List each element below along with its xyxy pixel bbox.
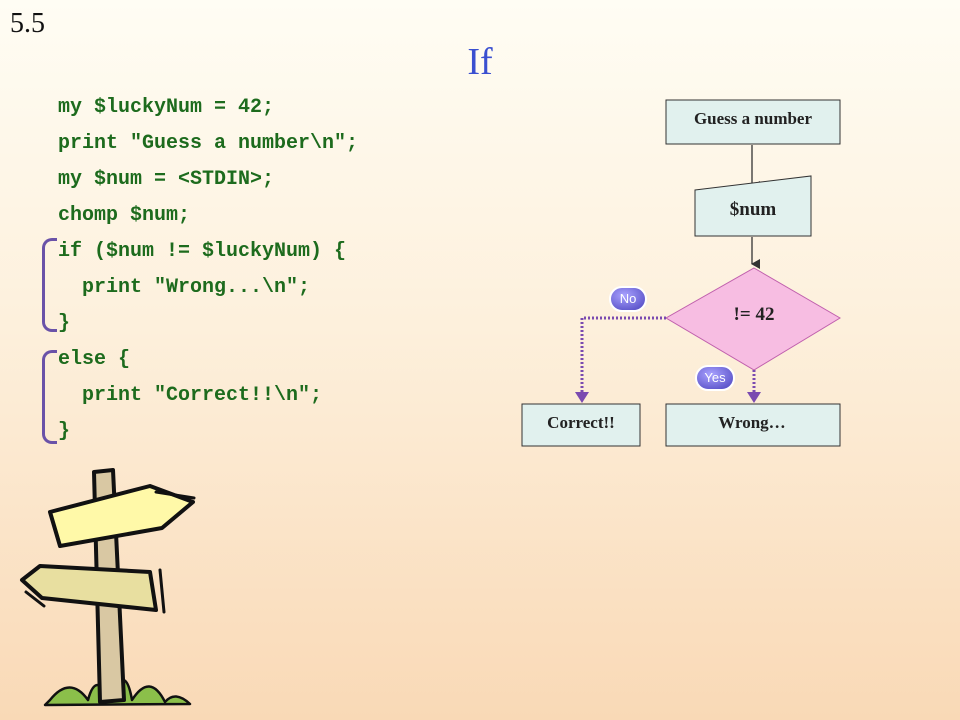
no-branch-arrow — [575, 316, 666, 403]
slide-title: If — [467, 41, 493, 83]
wrong-box-label: Wrong… — [718, 413, 785, 432]
yes-branch-arrow — [747, 370, 761, 403]
input-box: $num — [694, 175, 812, 237]
if-block-bracket — [42, 238, 57, 332]
code-line: chomp $num; — [58, 204, 191, 227]
code-line: if ($num != $luckyNum) { — [58, 240, 347, 263]
yes-badge: Yes — [695, 365, 735, 391]
wrong-box: Wrong… — [665, 403, 841, 447]
yes-badge-label: Yes — [704, 370, 726, 385]
prompt-box-label: Guess a number — [694, 109, 813, 128]
code-line: } — [58, 312, 71, 335]
code-line: print "Correct!!\n"; — [58, 384, 323, 407]
prompt-box: Guess a number — [665, 99, 841, 145]
no-badge: No — [609, 286, 647, 312]
code-line: print "Wrong...\n"; — [58, 276, 311, 299]
slide-number: 5.5 — [10, 8, 45, 39]
code-line: else { — [58, 348, 131, 371]
no-badge-label: No — [620, 291, 637, 306]
input-box-label: $num — [730, 199, 777, 220]
code-line: } — [58, 420, 71, 443]
code-line: my $num = <STDIN>; — [58, 168, 275, 191]
code-block: my $luckyNum = 42; print "Guess a number… — [58, 90, 358, 450]
else-block-bracket — [42, 350, 57, 444]
correct-box: Correct!! — [521, 403, 641, 447]
signpost-illustration — [20, 468, 196, 707]
code-line: my $luckyNum = 42; — [58, 96, 275, 119]
decision-diamond: != 42 — [665, 267, 841, 371]
correct-box-label: Correct!! — [547, 413, 615, 432]
code-line: print "Guess a number\n"; — [58, 132, 359, 155]
decision-label: != 42 — [734, 304, 775, 325]
